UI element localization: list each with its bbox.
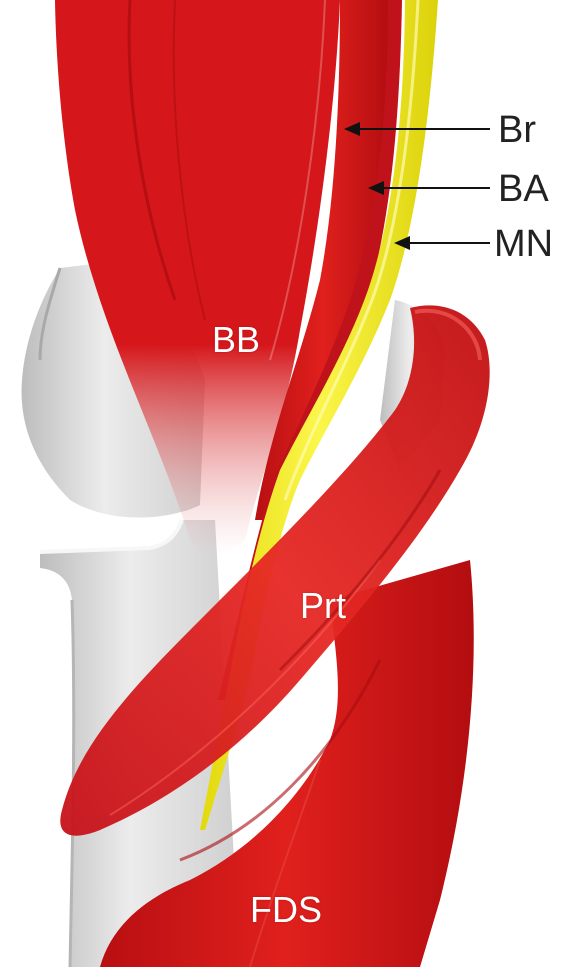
label-fds: FDS	[250, 892, 322, 928]
label-pronator-teres: Prt	[300, 588, 346, 624]
label-brachial-artery: BA	[498, 170, 549, 208]
label-biceps: BB	[212, 322, 260, 358]
arrow-median-nerve	[394, 236, 490, 250]
label-median-nerve: MN	[494, 225, 553, 263]
label-brachialis: Br	[498, 111, 536, 149]
